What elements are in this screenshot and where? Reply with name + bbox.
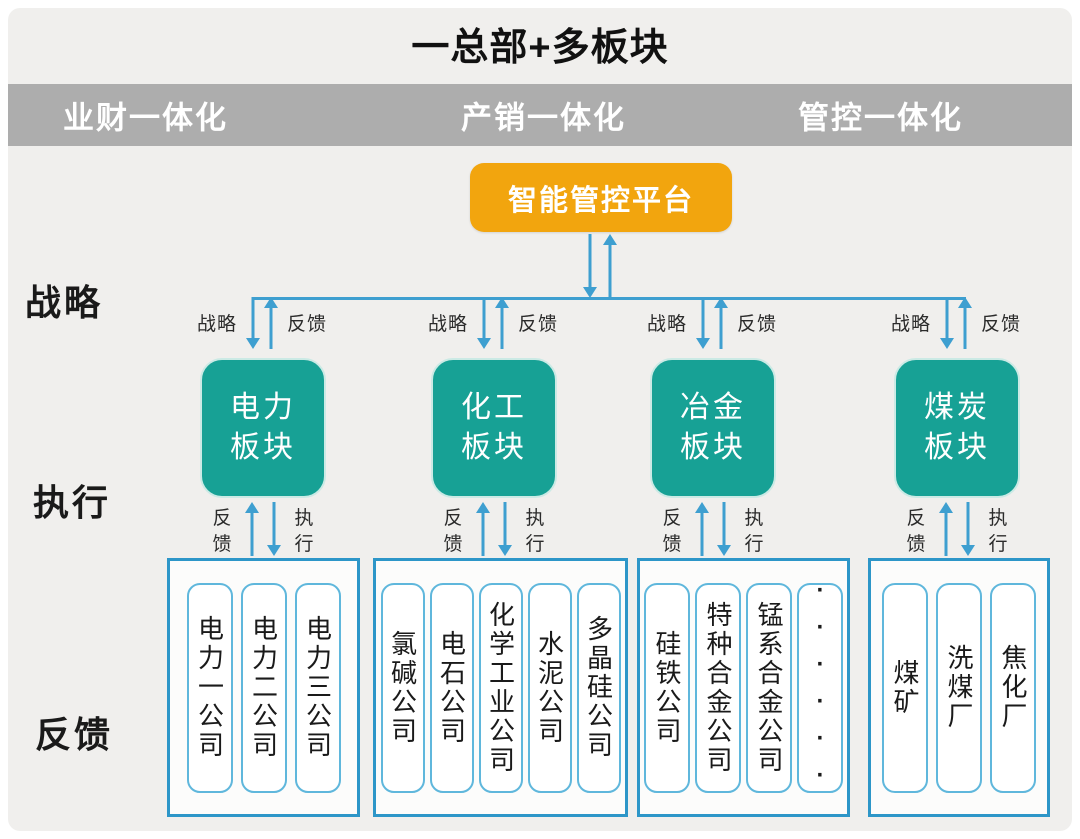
page-title: 一总部+多板块 — [411, 27, 669, 69]
sector1-feedback-label: 反馈 — [287, 314, 328, 335]
sector4-feedback-up-arrow — [958, 297, 972, 349]
company-box: 水泥公司 — [527, 582, 572, 793]
company-box: 焦化厂 — [990, 582, 1036, 793]
sector4-execute-stack-label: 执行 — [988, 508, 1008, 555]
company-box: 化学工业公司 — [478, 582, 523, 793]
sector3-feedback-label: 反馈 — [737, 314, 778, 335]
stage-label-strategy: 战略 — [25, 282, 104, 323]
stage-label-execution: 执行 — [33, 482, 112, 523]
sector4-execute-down-arrow — [961, 502, 975, 556]
sector1-feedback-up-arrow2 — [245, 502, 259, 556]
sector2-feedback-up-arrow2 — [476, 502, 490, 556]
sector-label-line2: 板块 — [924, 431, 990, 464]
sector3-feedback-stack-label: 反馈 — [662, 508, 682, 555]
sector3-feedback-up-arrow — [714, 297, 728, 349]
sector1-execute-stack-label: 执行 — [294, 508, 314, 555]
sector1-strategy-down-arrow — [246, 297, 260, 349]
distribution-line — [252, 297, 966, 300]
company-box-ellipsis: ······ — [797, 577, 843, 799]
sector3-execute-down-arrow — [717, 502, 731, 556]
sector2-strategy-down-arrow — [477, 297, 491, 349]
sector2-feedback-label: 反馈 — [518, 314, 559, 335]
sector-label-line2: 板块 — [680, 431, 746, 464]
sector3-strategy-label: 战略 — [646, 314, 687, 335]
company-group-coal: 煤矿 洗煤厂 焦化厂 — [868, 558, 1050, 817]
sector4-strategy-down-arrow — [940, 297, 954, 349]
company-box: 多晶硅公司 — [576, 582, 621, 793]
platform-box: 智能管控平台 — [470, 163, 732, 232]
banner-item-finance: 业财一体化 — [63, 100, 228, 136]
sector1-execute-down-arrow — [267, 502, 281, 556]
sector2-feedback-stack-label: 反馈 — [443, 508, 463, 555]
company-box: 电力二公司 — [240, 582, 287, 793]
company-box: 洗煤厂 — [936, 582, 982, 793]
sector-label-line2: 板块 — [461, 431, 527, 464]
company-box: 电力三公司 — [294, 582, 341, 793]
company-box: 特种合金公司 — [695, 582, 741, 793]
stage-label-feedback: 反馈 — [35, 714, 114, 755]
platform-down-arrow — [583, 234, 597, 298]
sector-box-metallurgy: 冶金 板块 — [650, 358, 776, 498]
platform-up-arrow — [603, 234, 617, 298]
company-box: 锰系合金公司 — [746, 582, 792, 793]
sector4-feedback-up-arrow2 — [939, 502, 953, 556]
company-group-chemical: 氯碱公司 电石公司 化学工业公司 水泥公司 多晶硅公司 — [373, 558, 628, 817]
sector3-feedback-up-arrow2 — [695, 502, 709, 556]
company-box: 电力一公司 — [186, 582, 233, 793]
sector1-strategy-label: 战略 — [196, 314, 237, 335]
sector3-strategy-down-arrow — [696, 297, 710, 349]
banner-item-control: 管控一体化 — [798, 100, 963, 136]
company-box: 硅铁公司 — [644, 582, 690, 793]
sector-label-line2: 板块 — [230, 431, 296, 464]
company-box: 氯碱公司 — [380, 582, 425, 793]
sector2-strategy-label: 战略 — [427, 314, 468, 335]
sector2-feedback-up-arrow — [495, 297, 509, 349]
sector-label-line1: 煤炭 — [924, 391, 990, 425]
sector4-strategy-label: 战略 — [890, 314, 931, 335]
sector-label-line1: 冶金 — [680, 391, 746, 425]
sector2-execute-down-arrow — [498, 502, 512, 556]
company-box: 煤矿 — [882, 582, 928, 793]
sector4-feedback-label: 反馈 — [981, 314, 1022, 335]
banner-item-production: 产销一体化 — [461, 100, 626, 136]
sector2-execute-stack-label: 执行 — [525, 508, 545, 555]
sector-label-line1: 电力 — [230, 391, 296, 425]
sector-label-line1: 化工 — [461, 391, 527, 425]
sector1-feedback-up-arrow — [264, 297, 278, 349]
sector-box-chemical: 化工 板块 — [431, 358, 557, 498]
company-group-metallurgy: 硅铁公司 特种合金公司 锰系合金公司 ······ — [637, 558, 850, 817]
company-group-power: 电力一公司 电力二公司 电力三公司 — [167, 558, 360, 817]
integration-banner: 业财一体化 产销一体化 管控一体化 — [8, 84, 1072, 146]
sector1-feedback-stack-label: 反馈 — [212, 508, 232, 555]
sector-box-power: 电力 板块 — [200, 358, 326, 498]
sector4-feedback-stack-label: 反馈 — [906, 508, 926, 555]
company-box: 电石公司 — [429, 582, 474, 793]
sector-box-coal: 煤炭 板块 — [894, 358, 1020, 498]
sector3-execute-stack-label: 执行 — [744, 508, 764, 555]
